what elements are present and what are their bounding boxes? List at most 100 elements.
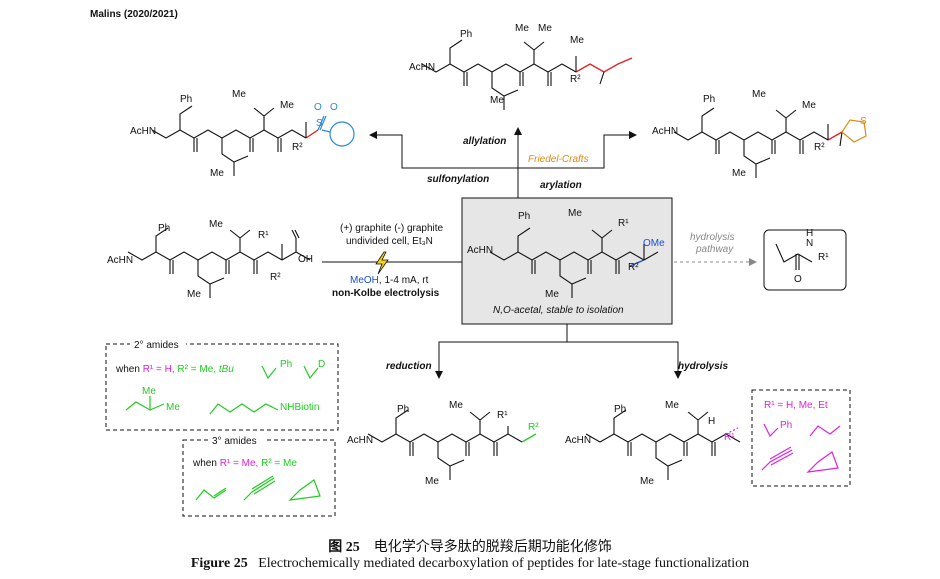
- aryl-me-2: Me: [752, 89, 766, 100]
- red-me-2: Me: [449, 400, 463, 411]
- start-oh: OH: [298, 254, 313, 265]
- label-hydrolysis-pathway-2: pathway: [695, 244, 734, 255]
- label-sulfonylation: sulfonylation: [427, 174, 489, 185]
- red-me: Me: [425, 476, 439, 487]
- sulf-me-2: Me: [232, 89, 246, 100]
- aryl-ph: Ph: [703, 94, 715, 105]
- aryl-nme: Me: [802, 100, 816, 111]
- allylation-product: [421, 39, 633, 111]
- center-me: Me: [545, 289, 559, 300]
- center-note: N,O-acetal, stable to isolation: [493, 305, 624, 316]
- start-me: Me: [187, 289, 201, 300]
- caption-en-label: Figure 25: [190, 556, 248, 571]
- aryl-s: S: [860, 116, 867, 127]
- amide-o: O: [794, 274, 802, 285]
- cond-cell: undivided cell, Et₃N: [346, 236, 433, 247]
- box2-me2: Me: [166, 402, 180, 413]
- box2-nhbiotin: NHBiotin: [280, 402, 319, 413]
- label-hydrolysis-pathway-1: hydrolysis: [690, 232, 734, 243]
- box3-r1: R¹ = Me,: [220, 458, 259, 469]
- cond-non-kolbe: non-Kolbe electrolysis: [332, 288, 440, 299]
- box2-d: D: [318, 359, 325, 370]
- red-achn: AcHN: [347, 435, 373, 446]
- aryl-achn: AcHN: [652, 126, 678, 137]
- cond-meoh: MeOH: [350, 275, 379, 286]
- arrow-arylation: [518, 131, 637, 169]
- start-ph: Ph: [158, 223, 170, 234]
- caption-english: Figure 25 Electrochemically mediated dec…: [0, 556, 940, 572]
- allyl-me: Me: [490, 95, 504, 106]
- aryl-me: Me: [732, 168, 746, 179]
- hyd-achn: AcHN: [565, 435, 591, 446]
- allyl-ph: Ph: [460, 29, 472, 40]
- center-box: [461, 197, 673, 325]
- label-arylation: arylation: [540, 180, 582, 191]
- caption-en-text: Electrochemically mediated decarboxylati…: [258, 556, 750, 571]
- box3-when: when: [192, 458, 220, 469]
- boxr-title: R¹ = H, Me, Et: [764, 400, 828, 411]
- box2-when: when: [115, 364, 143, 375]
- box3-r2: R² = Me: [258, 458, 297, 469]
- aryl-r2: R²: [814, 142, 825, 153]
- box2-r1: R¹ = H,: [143, 364, 175, 375]
- label-hydrolysis: hydrolysis: [678, 361, 728, 372]
- amide-h: H: [806, 228, 813, 239]
- start-r1: R¹: [258, 230, 269, 241]
- allyl-nme: Me: [570, 35, 584, 46]
- cond-electrodes: (+) graphite (-) graphite: [340, 223, 444, 234]
- start-me-2: Me: [209, 219, 223, 230]
- svg-text:when R¹ = Me, R² = Me: when R¹ = Me, R² = Me: [192, 458, 297, 469]
- hyd-me: Me: [640, 476, 654, 487]
- center-ph: Ph: [518, 211, 530, 222]
- box2-ph: Ph: [280, 359, 292, 370]
- arylation-product: [673, 107, 867, 179]
- red-ph: Ph: [397, 404, 409, 415]
- box3-title: 3° amides: [212, 436, 257, 447]
- red-r1: R¹: [497, 410, 508, 421]
- reduction-product: [367, 409, 537, 481]
- box2-me1: Me: [142, 386, 156, 397]
- sulfonylation-product: [151, 105, 355, 177]
- box2-title: 2° amides: [134, 340, 179, 351]
- header-title: Malins (2020/2021): [90, 9, 178, 20]
- allyl-me-2: Me: [515, 23, 529, 34]
- center-r1: R¹: [618, 218, 629, 229]
- start-r2: R²: [270, 272, 281, 283]
- label-friedel-crafts: Friedel-Crafts: [528, 154, 589, 165]
- sulf-s: S: [316, 118, 323, 129]
- sulf-o2: O: [330, 102, 338, 113]
- box-2-amides: [105, 343, 339, 431]
- arrow-hydrolysis: [567, 341, 682, 379]
- box2-r2: R² = Me,: [175, 364, 219, 375]
- red-r2: R²: [528, 422, 539, 433]
- center-me-2: Me: [568, 208, 582, 219]
- hyd-r1: R¹: [724, 432, 735, 443]
- svg-text:MeOH, 1-4 mA, rt: MeOH, 1-4 mA, rt: [350, 275, 429, 286]
- label-allylation: allylation: [463, 136, 506, 147]
- caption-cn-text: 电化学介导多肽的脱羧后期功能化修饰: [373, 540, 612, 555]
- sulf-me: Me: [210, 168, 224, 179]
- hyd-me-2: Me: [665, 400, 679, 411]
- lightning-icon: [375, 251, 389, 275]
- sulf-nme: Me: [280, 100, 294, 111]
- amide-box: [763, 229, 847, 291]
- box-r1: [751, 389, 851, 487]
- hyd-h: H: [708, 416, 715, 427]
- box-3-amides: [182, 439, 336, 517]
- sulf-o1: O: [314, 102, 322, 113]
- center-ome: OMe: [643, 238, 665, 249]
- arrow-sulfonylation: [369, 131, 518, 169]
- amide-r1: R¹: [818, 252, 829, 263]
- allyl-r2: R²: [570, 74, 581, 85]
- box2-tbu: tBu: [219, 364, 234, 375]
- arrow-reduction: [435, 324, 568, 379]
- allyl-achn: AcHN: [409, 62, 435, 73]
- starting-peptide: [127, 227, 311, 299]
- center-achn: AcHN: [467, 245, 493, 256]
- sulf-ph: Ph: [180, 94, 192, 105]
- svg-text:when R¹ = H, R² = Me, tBu: when R¹ = H, R² = Me, tBu: [115, 364, 234, 375]
- sulf-achn: AcHN: [130, 126, 156, 137]
- amide-n: N: [806, 238, 813, 249]
- boxr-ph: Ph: [780, 420, 792, 431]
